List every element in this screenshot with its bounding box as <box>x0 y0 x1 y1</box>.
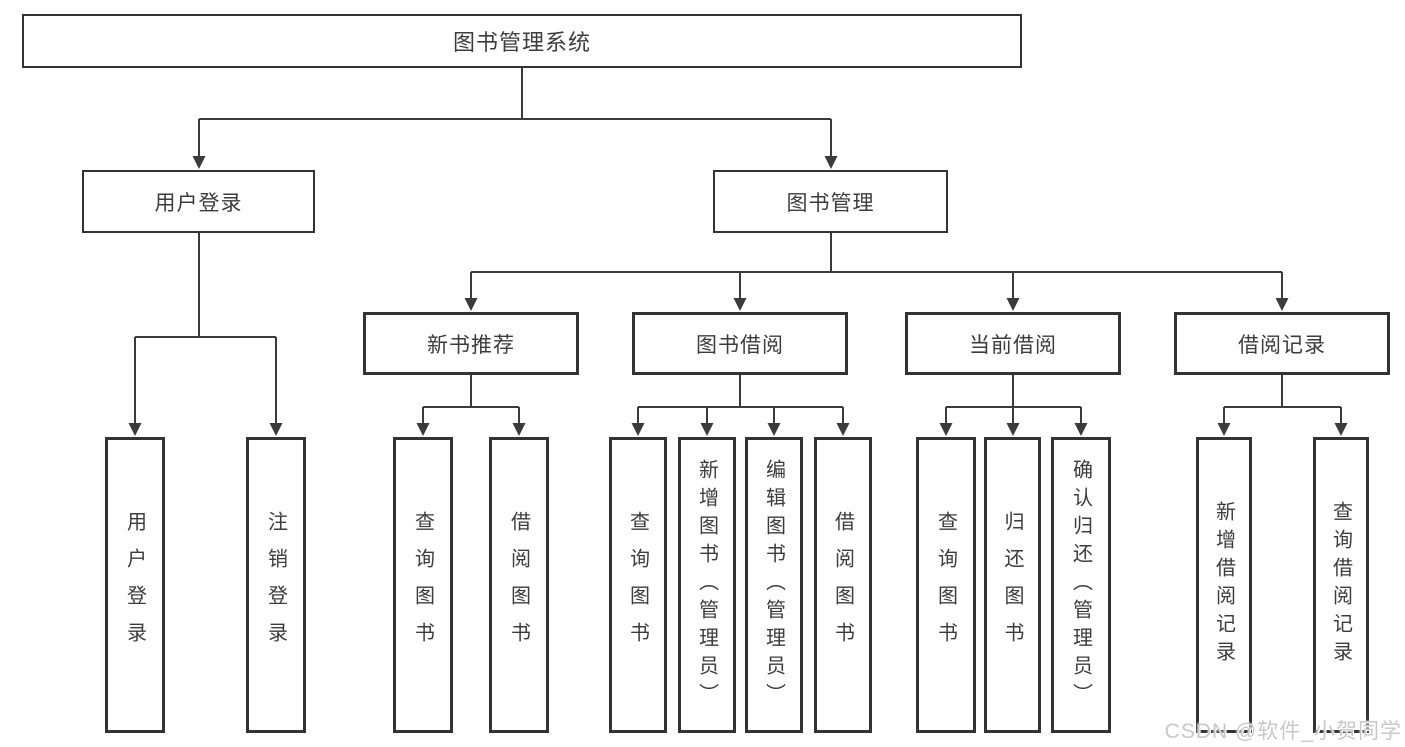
leaf-user-login: 用户登录 <box>105 437 165 733</box>
node-book-management: 图书管理 <box>713 170 948 233</box>
leaf-borrow-books-recommend-label: 借阅图书 <box>507 511 530 659</box>
leaf-query-books-borrow-label: 查询图书 <box>626 511 649 659</box>
node-root: 图书管理系统 <box>22 14 1022 68</box>
leaf-query-books-recommend-label: 查询图书 <box>411 511 434 659</box>
leaf-query-books-current-label: 查询图书 <box>934 511 957 659</box>
leaf-borrow-books-borrow: 借阅图书 <box>814 437 872 733</box>
node-user-login-branch-label: 用户登录 <box>154 191 243 215</box>
node-book-management-label: 图书管理 <box>786 191 875 215</box>
node-new-book-recommend: 新书推荐 <box>363 312 579 375</box>
leaf-return-book: 归还图书 <box>984 437 1041 733</box>
leaf-query-borrow-record-label: 查询借阅记录 <box>1329 501 1352 669</box>
node-borrow-records-label: 借阅记录 <box>1238 333 1326 357</box>
leaf-edit-book-admin: 编辑图书（管理员） <box>745 437 803 733</box>
node-current-borrow: 当前借阅 <box>905 312 1121 375</box>
leaf-query-books-borrow: 查询图书 <box>609 437 667 733</box>
leaf-user-login-label: 用户登录 <box>123 511 146 659</box>
leaf-edit-book-admin-label: 编辑图书（管理员） <box>762 459 785 711</box>
node-user-login-branch: 用户登录 <box>82 170 315 233</box>
node-new-book-recommend-label: 新书推荐 <box>427 333 515 357</box>
leaf-add-book-admin-label: 新增图书（管理员） <box>695 459 718 711</box>
leaf-add-borrow-record: 新增借阅记录 <box>1196 437 1252 733</box>
leaf-confirm-return-admin-label: 确认归还（管理员） <box>1069 459 1092 711</box>
node-root-label: 图书管理系统 <box>452 30 591 55</box>
leaf-query-books-current: 查询图书 <box>916 437 976 733</box>
leaf-query-borrow-record: 查询借阅记录 <box>1313 437 1369 733</box>
node-current-borrow-label: 当前借阅 <box>969 333 1057 357</box>
leaf-logout: 注销登录 <box>246 437 306 733</box>
leaf-add-borrow-record-label: 新增借阅记录 <box>1212 501 1235 669</box>
node-book-borrow-label: 图书借阅 <box>696 333 784 357</box>
leaf-logout-label: 注销登录 <box>264 511 287 659</box>
node-book-borrow: 图书借阅 <box>632 312 848 375</box>
leaf-return-book-label: 归还图书 <box>1001 511 1023 659</box>
leaf-query-books-recommend: 查询图书 <box>393 437 453 733</box>
node-borrow-records: 借阅记录 <box>1174 312 1390 375</box>
leaf-confirm-return-admin: 确认归还（管理员） <box>1051 437 1111 733</box>
leaf-borrow-books-recommend: 借阅图书 <box>489 437 549 733</box>
leaf-add-book-admin: 新增图书（管理员） <box>678 437 736 733</box>
leaf-borrow-books-borrow-label: 借阅图书 <box>831 511 854 659</box>
